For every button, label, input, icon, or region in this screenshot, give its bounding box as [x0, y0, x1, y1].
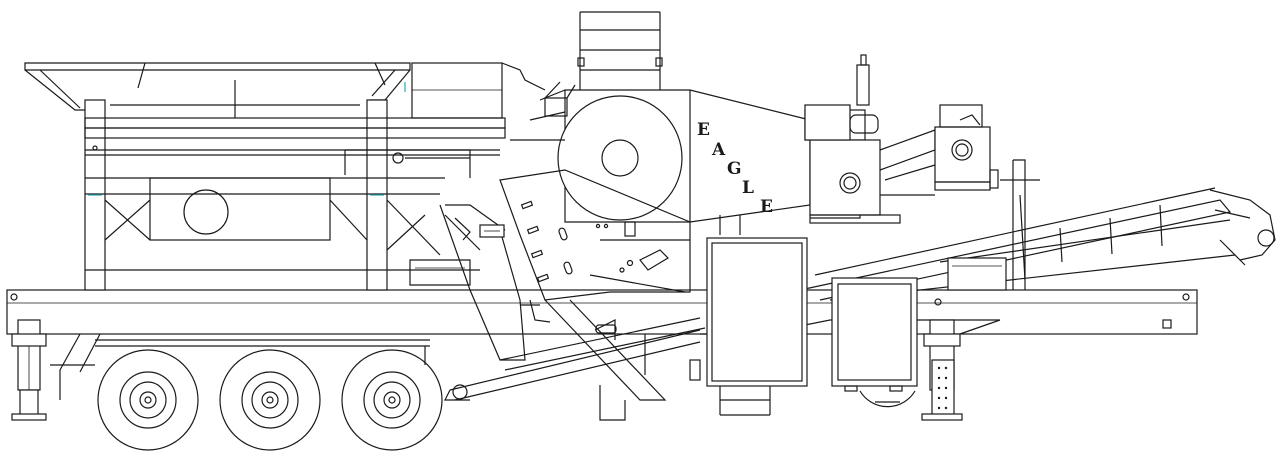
grizzly-feeder-frame	[84, 80, 506, 291]
service-ladder	[577, 11, 663, 90]
under-conveyor	[444, 299, 706, 401]
control-panel-large	[706, 237, 808, 416]
control-panel-small	[831, 277, 918, 408]
trailer-chassis	[6, 289, 1198, 335]
brand-letter-5: E	[760, 197, 773, 217]
feed-hopper	[24, 62, 546, 129]
brand-letter-3: G	[727, 159, 742, 179]
brand-letter-2: A	[711, 140, 726, 160]
discharge-chute	[409, 204, 551, 361]
walkway-details	[424, 324, 646, 421]
engine-power-unit	[804, 54, 999, 224]
wheel-1	[97, 349, 199, 451]
brand-letter-1: E	[697, 120, 710, 140]
wheel-3	[341, 349, 443, 451]
brand-letter-4: L	[742, 178, 754, 198]
wheel-2	[219, 349, 321, 451]
front-landing-jack	[11, 319, 47, 421]
jaw-side-plate	[499, 169, 691, 301]
jaw-crusher	[510, 81, 866, 237]
discharge-conveyor	[799, 159, 1276, 329]
axle-suspension	[50, 333, 430, 400]
jack-holes	[937, 366, 948, 410]
rear-landing-jack	[921, 319, 963, 421]
brand-lettering: E A G L E	[697, 120, 773, 217]
